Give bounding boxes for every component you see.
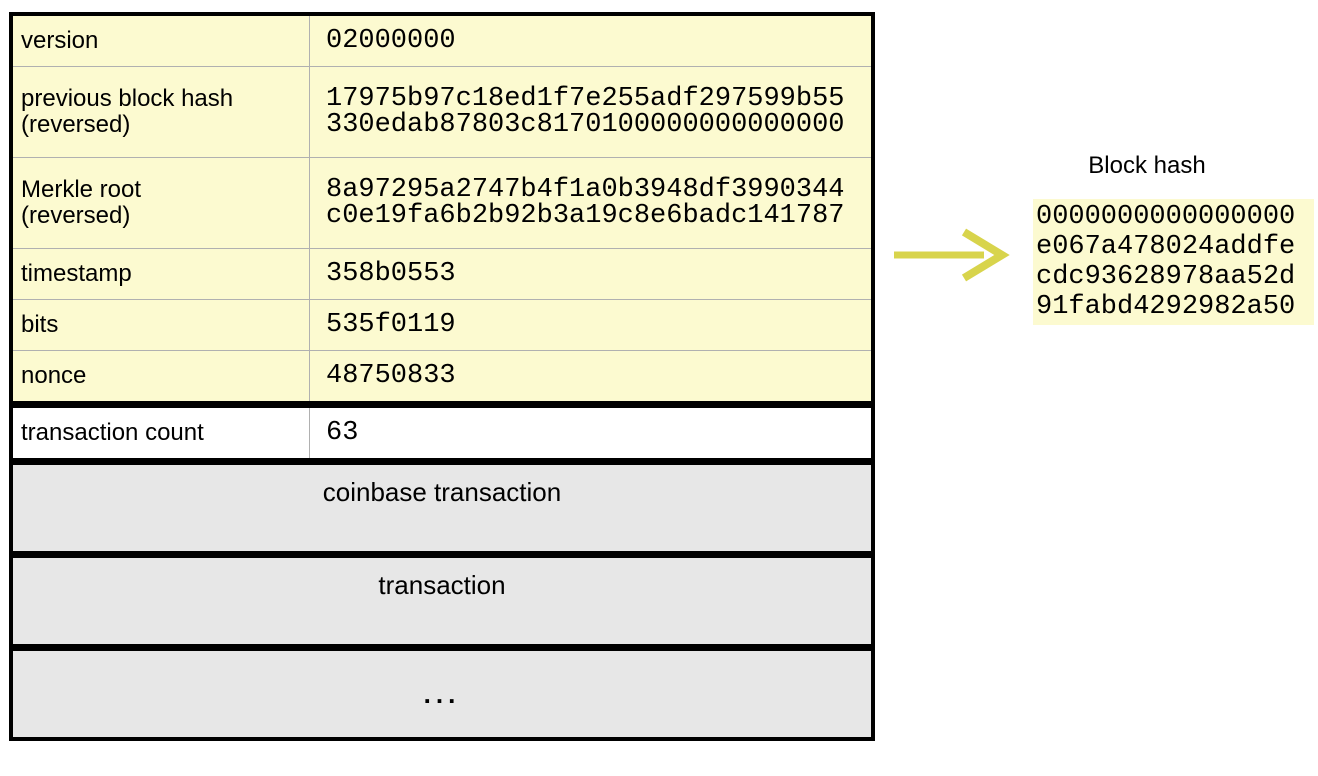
previous-block-hash-label: previous block hash (reversed) [13, 67, 310, 157]
field-row-nonce: nonce 48750833 [13, 350, 871, 401]
merkle-root-value: 8a97295a2747b4f1a0b3948df3990344 c0e19fa… [326, 175, 845, 231]
right-arrow-icon [894, 228, 1010, 282]
timestamp-value: 358b0553 [326, 259, 456, 289]
transaction-count-value: 63 [326, 418, 359, 448]
block-hash-value: 0000000000000000 e067a478024addfe cdc936… [1036, 202, 1296, 322]
nonce-value: 48750833 [326, 361, 456, 391]
coinbase-transaction-label: coinbase transaction [322, 477, 562, 507]
field-row-version: version 02000000 [13, 16, 871, 66]
version-value: 02000000 [326, 26, 456, 56]
timestamp-label: timestamp [13, 249, 310, 299]
transaction-label: transaction [378, 570, 506, 600]
field-row-bits: bits 535f0119 [13, 299, 871, 350]
more-transactions-block: ... [9, 647, 875, 741]
block-hash-title: Block hash [1088, 152, 1206, 179]
field-row-timestamp: timestamp 358b0553 [13, 248, 871, 299]
version-label: version [13, 16, 310, 66]
coinbase-transaction-block: coinbase transaction [9, 461, 875, 555]
merkle-root-label: Merkle root (reversed) [13, 158, 310, 248]
transaction-count-section: transaction count 63 [9, 404, 875, 462]
field-row-merkle-root: Merkle root (reversed) 8a97295a2747b4f1a… [13, 157, 871, 248]
block-hash-value-box: 0000000000000000 e067a478024addfe cdc936… [1033, 199, 1314, 325]
transaction-block: transaction [9, 554, 875, 648]
block-table: version 02000000 previous block hash (re… [9, 12, 875, 741]
transaction-count-label: transaction count [13, 408, 310, 458]
field-row-previous-block-hash: previous block hash (reversed) 17975b97c… [13, 66, 871, 157]
block-header-section: version 02000000 previous block hash (re… [9, 12, 875, 405]
nonce-label: nonce [13, 351, 310, 401]
bits-value: 535f0119 [326, 310, 456, 340]
field-row-transaction-count: transaction count 63 [13, 408, 871, 458]
ellipsis-label: ... [423, 678, 461, 709]
previous-block-hash-value: 17975b97c18ed1f7e255adf297599b55 330edab… [326, 84, 845, 140]
bits-label: bits [13, 300, 310, 350]
